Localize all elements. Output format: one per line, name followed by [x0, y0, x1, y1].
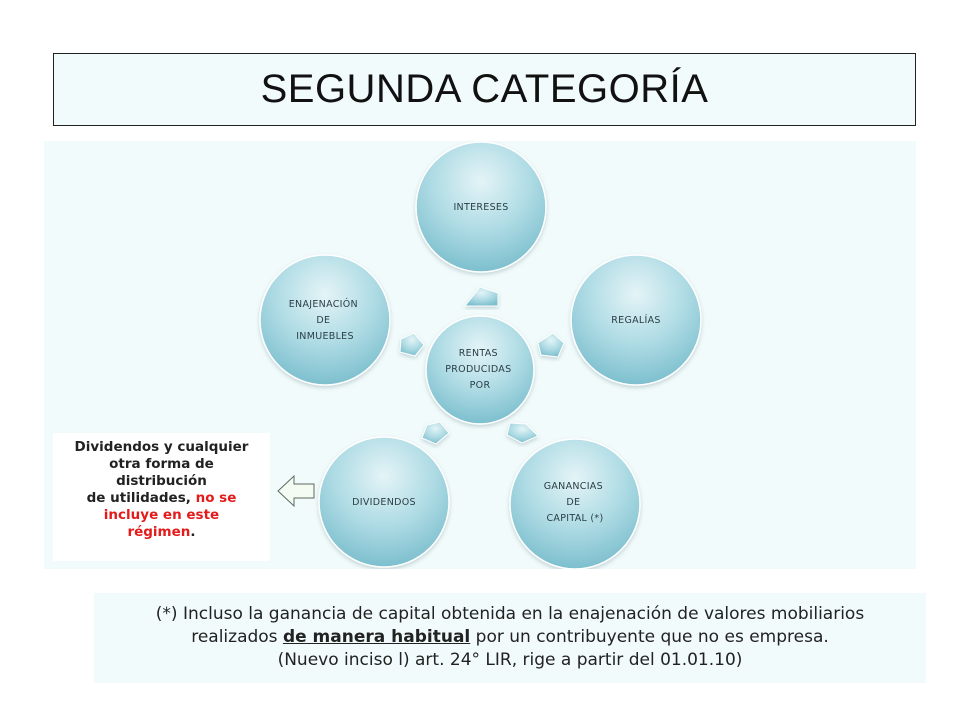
svg-text:GANANCIAS DE C: GANANCIAS DE CAPITAL (*)	[544, 481, 607, 524]
svg-text:REGALÍAS: REGALÍAS	[611, 314, 661, 326]
left-arrow-icon	[277, 474, 315, 508]
note-line-6: régimen.	[59, 524, 264, 541]
node-ganancias-line-1: GANANCIAS	[544, 481, 603, 492]
note-line-5: incluye en este	[103, 507, 220, 523]
arrow-enajenacion	[399, 332, 425, 357]
footnote-line-3: (Nuevo inciso l) art. 24° LIR, rige a pa…	[277, 650, 743, 670]
svg-text:ENAJENACIÓN DE: ENAJENACIÓN DE INMUEBLES	[289, 298, 362, 342]
note-line-3: distribución	[116, 473, 207, 489]
node-ganancias: GANANCIAS DE CAPITAL (*)	[509, 438, 641, 569]
center-label-line-2: PRODUCIDAS	[445, 364, 511, 375]
note-line-1: Dividendos y cualquier	[74, 439, 249, 455]
footnote-line-2-prefix: realizados	[191, 627, 278, 647]
cycle-diagram: RENTAS PRODUCIDAS POR INTERESES REGALÍAS…	[259, 141, 702, 569]
node-enajenacion: ENAJENACIÓN DE INMUEBLES	[259, 254, 391, 386]
footnote-line-1: (*) Incluso la ganancia de capital obten…	[155, 604, 865, 624]
svg-text:RENTAS PRODUCIDAS: RENTAS PRODUCIDAS POR	[445, 348, 515, 391]
node-dividendos-label: DIVIDENDOS	[352, 497, 416, 508]
node-intereses: INTERESES	[415, 141, 547, 273]
arrow-dividendos	[421, 421, 450, 445]
note-line-4-prefix: de utilidades,	[86, 490, 191, 506]
arrow-ganancias	[506, 422, 539, 444]
arrow-regalias	[537, 332, 565, 358]
note-line-2: otra forma de	[109, 456, 214, 472]
center-label-line-3: POR	[470, 380, 491, 391]
node-ganancias-line-3: CAPITAL (*)	[546, 513, 603, 524]
node-intereses-label: INTERESES	[453, 202, 508, 213]
node-dividendos: DIVIDENDOS	[318, 436, 450, 568]
dividendos-note: Dividendos y cualquier otra forma de dis…	[53, 433, 270, 561]
arrow-intereses	[463, 286, 499, 307]
node-enajenacion-line-3: INMUEBLES	[296, 331, 354, 342]
note-line-6-red: régimen	[127, 524, 191, 540]
note-line-4-red: no se	[195, 490, 237, 506]
footnote-line-2-suffix: por un contribuyente que no es empresa.	[475, 627, 829, 647]
center-label-line-1: RENTAS	[459, 348, 498, 359]
footnote-line-2-underline: de manera habitual	[282, 627, 471, 647]
node-enajenacion-line-1: ENAJENACIÓN	[289, 298, 358, 310]
center-node: RENTAS PRODUCIDAS POR	[425, 315, 535, 425]
note-line-4: de utilidades, no se	[59, 490, 264, 507]
title-box: SEGUNDA CATEGORÍA	[53, 53, 916, 126]
node-ganancias-line-2: DE	[566, 497, 580, 508]
node-enajenacion-line-2: DE	[316, 315, 330, 326]
page-title: SEGUNDA CATEGORÍA	[260, 67, 709, 111]
node-regalias: REGALÍAS	[570, 254, 702, 386]
node-regalias-label: REGALÍAS	[611, 314, 661, 326]
footnote-box: (*) Incluso la ganancia de capital obten…	[94, 593, 926, 683]
footnote-line-2: realizados de manera habitual por un con…	[94, 626, 926, 649]
svg-text:DIVIDENDOS: DIVIDENDOS	[352, 497, 416, 508]
note-line-6-suffix: .	[190, 524, 196, 540]
svg-text:INTERESES: INTERESES	[453, 202, 508, 213]
